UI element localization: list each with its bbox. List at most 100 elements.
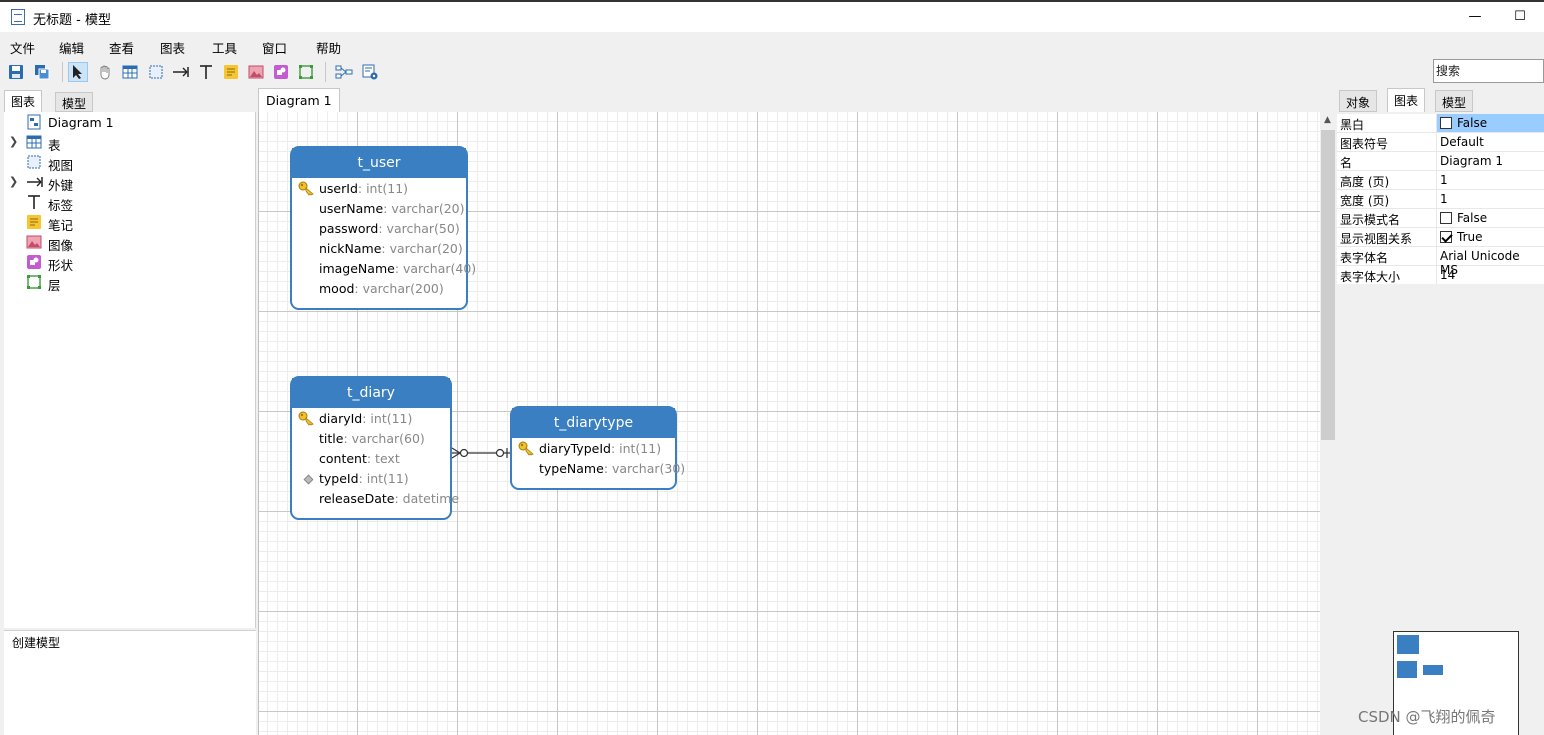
note-icon xyxy=(26,214,42,230)
tab-diagram-1[interactable]: Diagram 1 xyxy=(258,88,340,112)
property-key: 高度 (页) xyxy=(1340,175,1390,189)
pointer-icon[interactable] xyxy=(68,62,88,82)
property-value[interactable]: Diagram 1 xyxy=(1436,152,1544,170)
search-input[interactable] xyxy=(1433,59,1544,83)
property-row-show-view-relations[interactable]: 显示视图关系 True xyxy=(1337,228,1544,247)
property-value[interactable]: Default xyxy=(1436,133,1544,151)
checkbox-unchecked[interactable] xyxy=(1440,212,1452,224)
property-row-table-font-name[interactable]: 表字体名 Arial Unicode MS xyxy=(1337,247,1544,277)
menu-edit[interactable]: 编辑 xyxy=(59,41,85,56)
hand-icon[interactable] xyxy=(95,62,115,82)
checkbox-checked[interactable] xyxy=(1440,231,1452,243)
property-key: 名 xyxy=(1340,156,1353,170)
maximize-button[interactable]: ☐ xyxy=(1514,9,1526,24)
minimize-button[interactable]: — xyxy=(1468,9,1482,24)
er-table-t-diarytype[interactable]: t_diarytype diaryTypeId: int(11) typeNam… xyxy=(510,406,685,490)
foreign-key-icon xyxy=(26,174,43,190)
foreign-key-tool-icon[interactable] xyxy=(171,62,191,82)
property-value[interactable]: 1 xyxy=(1436,190,1544,208)
field-name: password xyxy=(319,221,379,236)
property-key: 表字体名 xyxy=(1340,251,1389,265)
tree-item-label: 标签 xyxy=(48,198,74,213)
tree-item-shapes[interactable]: 形状 xyxy=(4,252,254,273)
object-tree: Diagram 1 ❯ 表 视图 ❯ 外键 标签 笔记 图像 形状 层 xyxy=(4,112,256,628)
vertical-scrollbar[interactable]: ▲ xyxy=(1320,112,1336,735)
er-field[interactable]: userId: int(11) xyxy=(292,179,466,199)
er-field[interactable]: diaryTypeId: int(11) xyxy=(512,439,675,459)
toolbar-separator xyxy=(62,62,63,82)
view-tool-icon[interactable] xyxy=(146,62,166,82)
tab-models[interactable]: 模型 xyxy=(55,92,94,112)
menu-diagram[interactable]: 图表 xyxy=(160,41,186,56)
er-field[interactable]: content: text xyxy=(292,449,450,469)
tab-model[interactable]: 模型 xyxy=(1435,90,1474,112)
diagram-icon xyxy=(26,114,42,130)
navigator-table-t-diarytype xyxy=(1423,665,1443,675)
er-table-t-user[interactable]: t_user userId: int(11) userName: varchar… xyxy=(290,146,476,310)
layer-tool-icon[interactable] xyxy=(296,62,316,82)
relationship-line[interactable] xyxy=(450,443,512,463)
tab-object[interactable]: 对象 xyxy=(1339,90,1378,112)
er-field[interactable]: typeId: int(11) xyxy=(292,469,450,489)
tree-item-notes[interactable]: 笔记 xyxy=(4,212,254,233)
property-row-name[interactable]: 名 Diagram 1 xyxy=(1337,152,1544,171)
auto-layout-icon[interactable] xyxy=(334,62,354,82)
field-type: : varchar(30) xyxy=(603,461,686,476)
menu-file[interactable]: 文件 xyxy=(10,41,36,56)
scroll-up-icon[interactable]: ▲ xyxy=(1324,115,1331,125)
menu-help[interactable]: 帮助 xyxy=(316,41,342,56)
tab-diagram[interactable]: 图表 xyxy=(1387,88,1426,112)
er-field[interactable]: typeName: varchar(30) xyxy=(512,459,685,479)
tab-diagrams[interactable]: 图表 xyxy=(4,90,43,112)
menu-window[interactable]: 窗口 xyxy=(262,41,288,56)
property-row-show-schema-name[interactable]: 显示模式名 False xyxy=(1337,209,1544,228)
menu-view[interactable]: 查看 xyxy=(109,41,135,56)
label-tool-icon[interactable] xyxy=(196,62,216,82)
scrollbar-thumb[interactable] xyxy=(1321,130,1335,440)
shape-tool-icon[interactable] xyxy=(271,62,291,82)
toolbar-separator xyxy=(325,62,326,82)
window-title: 无标题 - 模型 xyxy=(33,13,111,28)
navigator-table-t-user xyxy=(1397,635,1419,654)
menu-tools[interactable]: 工具 xyxy=(212,41,238,56)
chevron-right-icon[interactable]: ❯ xyxy=(9,175,19,188)
image-tool-icon[interactable] xyxy=(246,62,266,82)
save-icon[interactable] xyxy=(6,62,26,82)
tree-item-diagram-1[interactable]: Diagram 1 xyxy=(4,112,254,132)
er-field[interactable]: imageName: varchar(40) xyxy=(292,259,476,279)
tree-item-layers[interactable]: 层 xyxy=(4,272,254,293)
save-as-icon[interactable] xyxy=(32,62,52,82)
tree-item-tables[interactable]: ❯ 表 xyxy=(4,132,254,153)
er-field[interactable]: mood: varchar(200) xyxy=(292,279,466,299)
diagram-settings-icon[interactable] xyxy=(360,62,380,82)
property-value[interactable]: 1 xyxy=(1436,171,1544,189)
field-type: : datetime xyxy=(394,491,460,506)
note-tool-icon[interactable] xyxy=(221,62,241,82)
tree-item-foreign-keys[interactable]: ❯ 外键 xyxy=(4,172,254,193)
property-row-height-pages[interactable]: 高度 (页) 1 xyxy=(1337,171,1544,190)
er-field[interactable]: releaseDate: datetime xyxy=(292,489,459,509)
er-table-t-diary[interactable]: t_diary diaryId: int(11) title: varchar(… xyxy=(290,376,459,520)
table-icon xyxy=(26,134,42,150)
property-row-notation[interactable]: 图表符号 Default xyxy=(1337,133,1544,152)
chevron-right-icon[interactable]: ❯ xyxy=(9,135,19,148)
er-field[interactable]: password: varchar(50) xyxy=(292,219,466,239)
tree-item-label: 表 xyxy=(48,138,61,153)
property-row-black-white[interactable]: 黑白 False xyxy=(1337,114,1544,133)
diagram-navigator[interactable] xyxy=(1393,631,1519,735)
table-tool-icon[interactable] xyxy=(120,62,140,82)
tree-item-views[interactable]: 视图 xyxy=(4,152,254,173)
tree-item-labels[interactable]: 标签 xyxy=(4,192,254,213)
property-row-width-pages[interactable]: 宽度 (页) 1 xyxy=(1337,190,1544,209)
er-field[interactable]: title: varchar(60) xyxy=(292,429,450,449)
er-table-title: t_diary xyxy=(292,378,450,408)
er-field[interactable]: diaryId: int(11) xyxy=(292,409,450,429)
property-row-table-font-size[interactable]: 表字体大小 14 xyxy=(1337,266,1544,285)
property-value[interactable]: Arial Unicode MS xyxy=(1436,247,1544,277)
er-field[interactable]: userName: varchar(20) xyxy=(292,199,466,219)
field-name: typeId xyxy=(319,471,359,486)
checkbox-unchecked[interactable] xyxy=(1440,117,1452,129)
tree-item-images[interactable]: 图像 xyxy=(4,232,254,253)
property-value[interactable]: 14 xyxy=(1436,266,1544,284)
er-field[interactable]: nickName: varchar(20) xyxy=(292,239,466,259)
